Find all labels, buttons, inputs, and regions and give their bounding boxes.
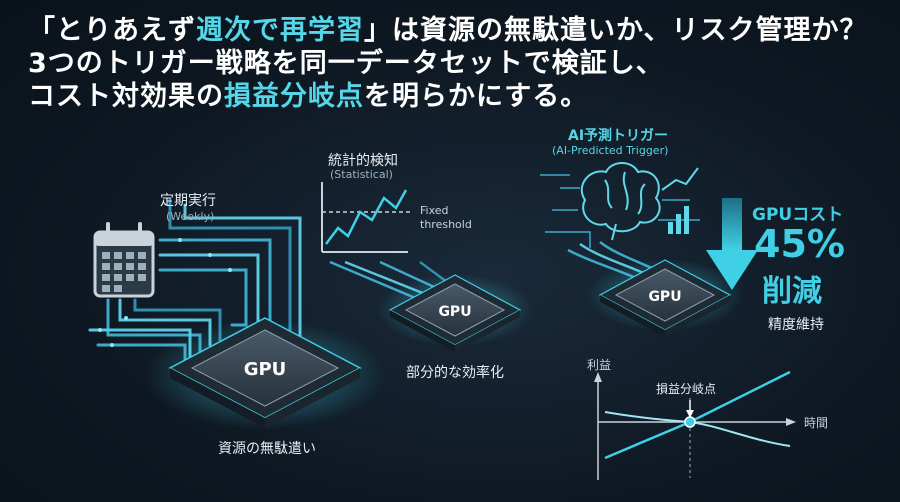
headline-text: を明らかにする。 bbox=[364, 81, 589, 112]
gpu-cost-unit: 削減 bbox=[762, 274, 822, 309]
breakeven-chart bbox=[594, 370, 796, 480]
ai-circuit-lines bbox=[540, 174, 700, 248]
headline-line-1: 「とりあえず週次で再学習」は資源の無駄遣いか、リスク管理か？ bbox=[28, 14, 867, 47]
breakeven-x-label: 時間 bbox=[804, 416, 829, 430]
headline-accent-breakeven: 損益分岐点 bbox=[224, 81, 364, 112]
breakeven-point-label: 損益分岐点 bbox=[656, 382, 717, 396]
gpu-cost-label: GPUコスト bbox=[752, 205, 844, 225]
headline-text: コスト対効果の bbox=[28, 81, 224, 112]
gpu-cost-value: 45% bbox=[754, 222, 845, 266]
down-arrow-icon bbox=[706, 198, 758, 290]
headline-line-3: コスト対効果の損益分岐点を明らかにする。 bbox=[28, 80, 867, 113]
headline: 「とりあえず週次で再学習」は資源の無駄遣いか、リスク管理か？ 3つのトリガー戦略… bbox=[28, 14, 867, 113]
headline-text: 「とりあえず bbox=[28, 15, 196, 46]
ai-title: AI予測トリガー bbox=[568, 128, 669, 144]
ai-subtitle: (AI-Predicted Trigger) bbox=[552, 144, 669, 157]
calendar-icon bbox=[93, 222, 155, 298]
threshold-label-2: threshold bbox=[420, 218, 472, 231]
statistical-result: 部分的な効率化 bbox=[406, 365, 504, 381]
ai-chip-label: GPU bbox=[648, 289, 681, 305]
headline-accent-weekly: 週次で再学習 bbox=[196, 15, 364, 46]
statistical-title: 統計的検知 bbox=[328, 153, 398, 169]
ai-gpu-chip bbox=[598, 259, 732, 337]
statistical-chart-icon bbox=[321, 182, 412, 253]
brain-icon bbox=[580, 162, 661, 241]
statistical-gpu-chip bbox=[388, 274, 522, 352]
statistical-subtitle: (Statistical) bbox=[330, 168, 393, 181]
statistical-chip-label: GPU bbox=[438, 304, 471, 320]
threshold-label-1: Fixed bbox=[420, 204, 449, 217]
headline-text: 」は資源の無駄遣いか、リスク管理か？ bbox=[364, 15, 868, 46]
weekly-result: 資源の無駄遣い bbox=[218, 441, 316, 457]
weekly-chip-label: GPU bbox=[244, 359, 287, 380]
ai-result: 精度維持 bbox=[768, 317, 824, 333]
weekly-gpu-chip bbox=[168, 317, 362, 428]
headline-line-2: 3つのトリガー戦略を同一データセットで検証し、 bbox=[28, 48, 664, 79]
weekly-title: 定期実行 bbox=[160, 193, 216, 209]
weekly-subtitle: (Weekly) bbox=[166, 210, 215, 223]
ai-trend-chart-icon bbox=[661, 167, 699, 234]
breakeven-y-label: 利益 bbox=[587, 358, 612, 372]
weekly-line-nodes bbox=[98, 238, 232, 347]
